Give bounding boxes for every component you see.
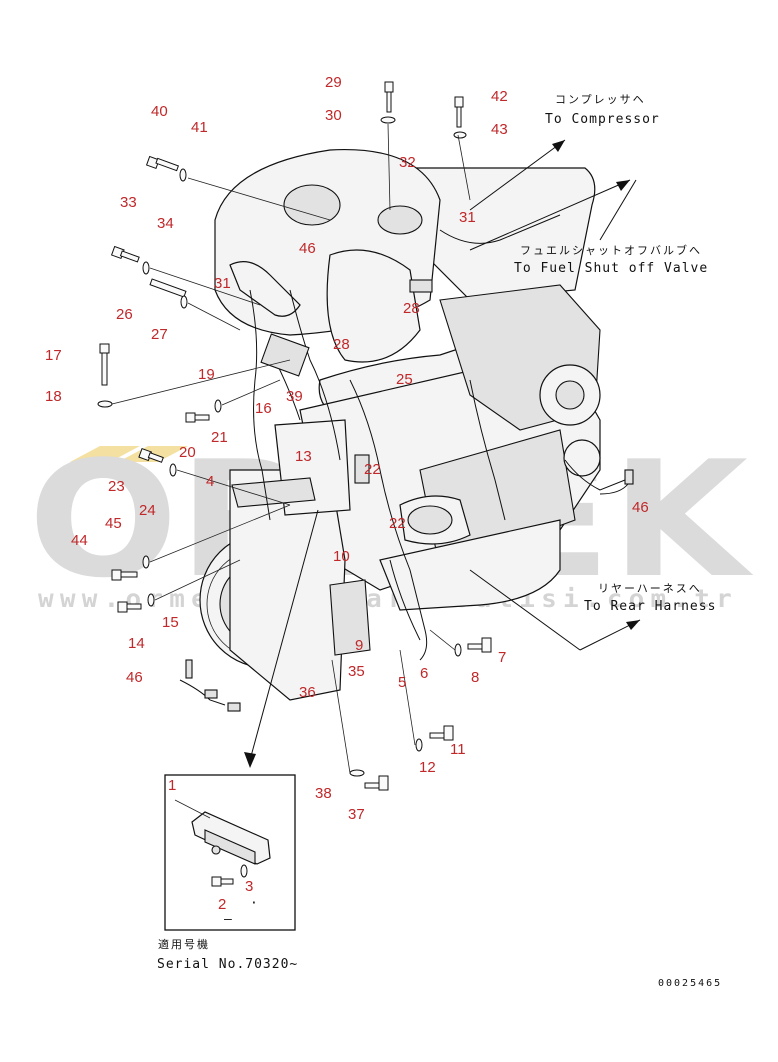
callout-number: 4: [206, 473, 214, 490]
callout-number: 30: [325, 107, 342, 124]
inset-dash: –: [224, 912, 233, 927]
callout-number: 9: [355, 637, 363, 654]
callout-number: 41: [191, 119, 208, 136]
drawing-code: 00025465: [658, 978, 722, 989]
callout-number: 14: [128, 635, 145, 652]
callout-number: 31: [459, 209, 476, 226]
callout-number: 20: [179, 444, 196, 461]
compressor-label-ja: コンプレッサヘ: [555, 93, 646, 106]
leader-lines: [111, 123, 641, 774]
fuel-valve-label-en: To Fuel Shut off Valve: [514, 261, 708, 276]
callout-number: 31: [214, 275, 231, 292]
callout-number: 16: [255, 400, 272, 417]
callout-number: 22: [389, 515, 406, 532]
inset-dot: ·: [250, 896, 259, 911]
callout-number: 21: [211, 429, 228, 446]
inset-frame: [164, 774, 296, 931]
callout-number: 42: [491, 88, 508, 105]
serial-inset: – ·: [164, 774, 296, 931]
engine-assembly: [199, 148, 631, 701]
callout-number: 24: [139, 502, 156, 519]
annotations: コンプレッサヘ To Compressor フュエルシャットオフバルブへ To …: [157, 93, 722, 989]
callout-number: 40: [151, 103, 168, 120]
callout-number: 11: [450, 741, 466, 758]
callout-number: 12: [419, 759, 436, 776]
callout-number: 2: [218, 896, 226, 913]
callout-number: 13: [295, 448, 312, 465]
callout-number: 38: [315, 785, 332, 802]
callout-number: 43: [491, 121, 508, 138]
callout-number: 8: [471, 669, 479, 686]
callout-number: 3: [245, 878, 253, 895]
callout-number: 28: [403, 300, 420, 317]
callout-number: 39: [286, 388, 303, 405]
serial-label-en: Serial No.70320~: [157, 957, 298, 972]
watermark-accent-mark: [70, 446, 140, 462]
callout-number: 29: [325, 74, 342, 91]
fasteners: [97, 81, 634, 791]
callout-number: 46: [126, 669, 143, 686]
callout-number: 7: [498, 649, 506, 666]
callout-number: 22: [364, 461, 381, 478]
callout-number: 6: [420, 665, 428, 682]
callout-number: 35: [348, 663, 365, 680]
callout-number: 10: [333, 548, 350, 565]
callout-number: 46: [299, 240, 316, 257]
fuel-valve-label-ja: フュエルシャットオフバルブへ: [520, 243, 702, 257]
callout-number: 25: [396, 371, 413, 388]
callout-number: 1: [168, 777, 176, 794]
callout-number: 46: [632, 499, 649, 516]
callout-number: 5: [398, 674, 406, 691]
callout-number: 18: [45, 388, 62, 405]
callout-number: 28: [333, 336, 350, 353]
callout-number: 33: [120, 194, 137, 211]
callout-number: 17: [45, 347, 62, 364]
callout-number: 45: [105, 515, 122, 532]
rear-harness-label-ja: リヤーハーネスへ: [598, 582, 702, 595]
callout-number: 34: [157, 215, 174, 232]
callout-number: 37: [348, 806, 365, 823]
callout-number: 32: [399, 154, 416, 171]
callout-number: 23: [108, 478, 125, 495]
callout-number: 26: [116, 306, 133, 323]
callout-number: 36: [299, 684, 316, 701]
callout-number: 27: [151, 326, 168, 343]
compressor-label-en: To Compressor: [545, 112, 660, 127]
rear-harness-label-en: To Rear Harness: [584, 599, 716, 614]
callout-number: 19: [198, 366, 215, 383]
callout-number: 15: [162, 614, 179, 631]
callout-number: 44: [71, 532, 88, 549]
serial-label-ja: 適用号機: [158, 937, 210, 951]
callouts: 29 30 42 43 40 41 32 31 33 34 46 28 31 2…: [45, 74, 649, 913]
